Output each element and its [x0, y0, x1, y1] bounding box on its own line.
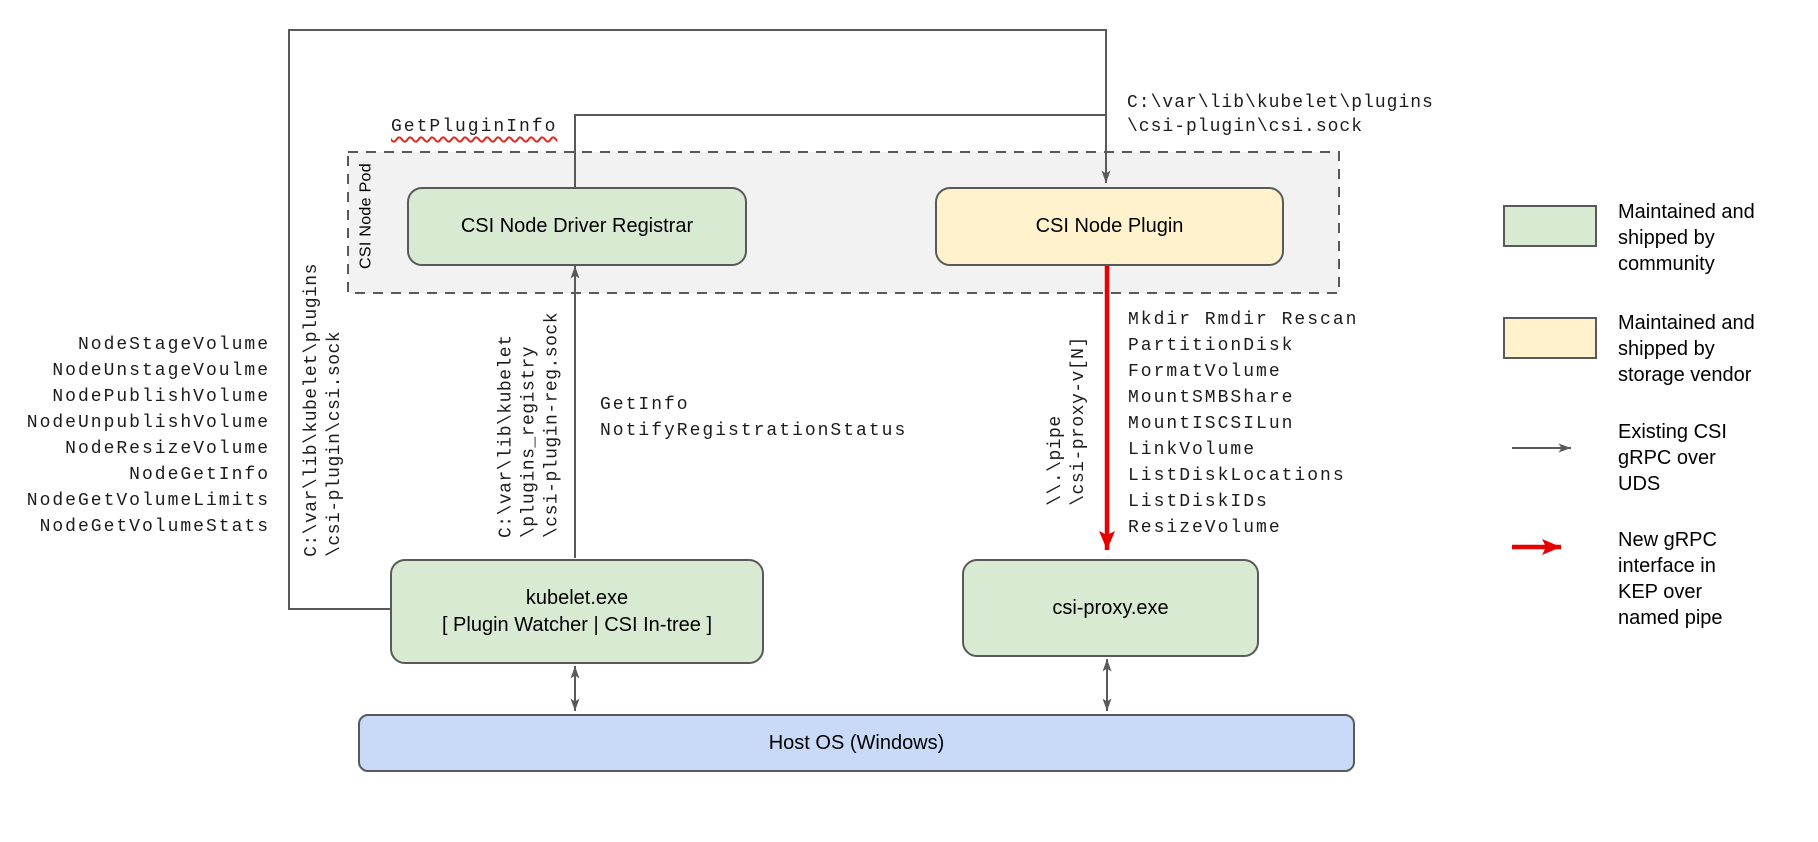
list-line: shipped by	[1618, 338, 1715, 360]
legend-vendor-swatch	[1503, 317, 1597, 359]
list-line: UDS	[1618, 473, 1661, 495]
kubelet-sublabel: [ Plugin Watcher | CSI In-tree ]	[441, 613, 713, 636]
list-line: \plugins_registry	[519, 345, 540, 539]
list-line: NodeUnstageVoulme	[52, 361, 270, 381]
get-plugin-info-text: GetPluginInfo	[391, 117, 558, 137]
list-line: FormatVolume	[1128, 362, 1282, 382]
list-line: \\.\pipe	[1046, 415, 1066, 506]
registry-sock-path-vertical-label: C:\var\lib\kubelet\plugins_registry\csi-…	[496, 312, 565, 538]
list-line: interface in	[1618, 555, 1716, 577]
list-line: NodeGetVolumeLimits	[26, 491, 270, 511]
kubelet-box: kubelet.exe [ Plugin Watcher | CSI In-tr…	[390, 559, 764, 664]
list-line: Maintained and	[1618, 201, 1755, 223]
csi-node-plugin-box: CSI Node Plugin	[935, 187, 1284, 266]
list-line: GetInfo	[600, 395, 690, 415]
list-line: C:\var\lib\kubelet\plugins	[302, 263, 322, 557]
csi-proxy-box: csi-proxy.exe	[962, 559, 1259, 657]
list-line: named pipe	[1618, 607, 1723, 629]
list-line: ListDiskLocations	[1128, 466, 1346, 486]
list-line: NodePublishVolume	[52, 387, 270, 407]
list-line: KEP over	[1618, 581, 1703, 603]
host-os-box: Host OS (Windows)	[358, 714, 1355, 772]
list-line: ResizeVolume	[1128, 518, 1282, 538]
list-line: NodeGetInfo	[129, 465, 270, 485]
csi-sock-path-vertical-label: C:\var\lib\kubelet\plugins\csi-plugin\cs…	[301, 263, 347, 557]
list-line: NodeGetVolumeStats	[39, 517, 270, 537]
list-line: community	[1618, 253, 1715, 275]
legend-vendor-label: Maintained and shipped by storage vendor	[1618, 310, 1808, 388]
list-line: \csi-plugin\csi.sock	[1127, 117, 1364, 137]
registrar-to-node-plugin-line	[574, 114, 1106, 187]
legend-community-label: Maintained and shipped by community	[1618, 199, 1808, 277]
csi-node-driver-registrar-box: CSI Node Driver Registrar	[407, 187, 747, 266]
list-line: gRPC over	[1618, 447, 1716, 469]
list-line: \csi-proxy-v[N]	[1069, 336, 1089, 506]
list-line: storage vendor	[1618, 364, 1752, 386]
list-line: PartitionDisk	[1128, 336, 1295, 356]
list-line: NodeStageVolume	[77, 335, 270, 355]
list-line: NodeResizeVolume	[65, 439, 270, 459]
list-line: MountSMBShare	[1128, 388, 1295, 408]
list-line: LinkVolume	[1128, 440, 1257, 460]
csi-node-driver-registrar-label: CSI Node Driver Registrar	[460, 215, 694, 237]
list-line: \csi-plugin-reg.sock	[542, 311, 563, 539]
legend-community-swatch	[1503, 205, 1597, 247]
csi-sock-path-label: C:\var\lib\kubelet\plugins \csi-plugin\cs…	[1127, 91, 1434, 139]
kubelet-label: kubelet.exe	[525, 586, 629, 609]
csi-node-plugin-label: CSI Node Plugin	[1035, 215, 1184, 237]
list-line: shipped by	[1618, 227, 1715, 249]
list-line: C:\var\lib\kubelet\plugins	[1127, 93, 1434, 113]
list-line: Mkdir Rmdir Rescan	[1128, 310, 1359, 330]
host-os-label: Host OS (Windows)	[768, 731, 945, 754]
csi-node-pod-label: CSI Node Pod	[357, 163, 375, 269]
list-line: ListDiskIDs	[1128, 492, 1269, 512]
list-line: NotifyRegistrationStatus	[600, 421, 908, 441]
csi-proxy-label: csi-proxy.exe	[1052, 596, 1169, 619]
legend-new-grpc-label: New gRPC interface in KEP over named pipe	[1618, 527, 1808, 631]
list-line: New gRPC	[1618, 529, 1717, 551]
list-line: C:\var\lib\kubelet	[496, 334, 517, 539]
kubelet-to-node-plugin-line	[288, 29, 1111, 610]
list-line: MountISCSILun	[1128, 414, 1295, 434]
list-line: NodeUnpublishVolume	[26, 413, 270, 433]
get-plugin-info-label: GetPluginInfo	[391, 114, 557, 140]
list-line: \csi-plugin\csi.sock	[325, 330, 345, 557]
list-line: Maintained and	[1618, 312, 1755, 334]
list-line: Existing CSI	[1618, 421, 1727, 443]
named-pipe-path-vertical-label: \\.\pipe\csi-proxy-v[N]	[1045, 336, 1091, 506]
